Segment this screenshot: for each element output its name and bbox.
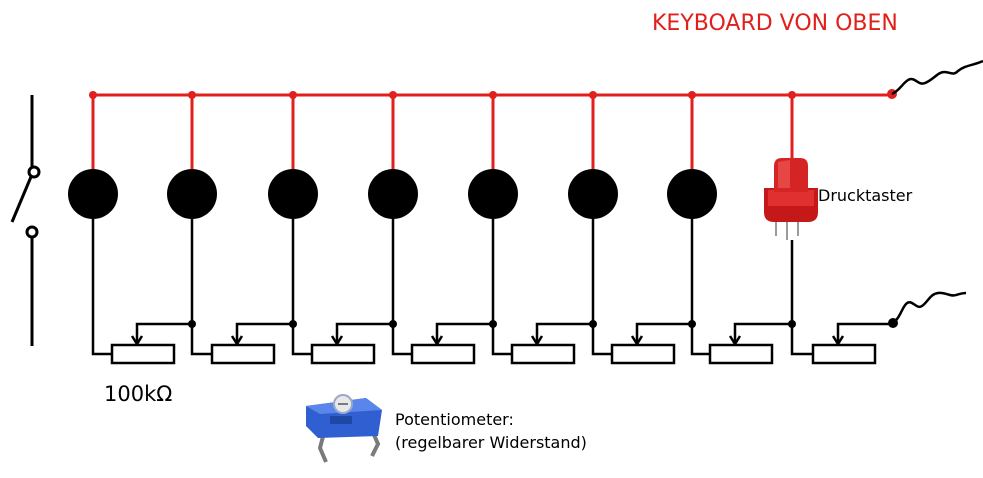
wiper-wire xyxy=(435,322,493,343)
resistor-lead xyxy=(190,323,212,356)
potentiometer-label: Potentiometer: xyxy=(395,410,514,429)
switch-icon xyxy=(10,95,41,346)
potentiometer-body xyxy=(510,343,576,365)
bottom-lead-wire xyxy=(892,291,967,325)
resistor-lead xyxy=(391,323,412,356)
wiper-wire xyxy=(135,322,192,343)
potentiometer-body xyxy=(410,343,476,365)
wiper-wire xyxy=(335,322,393,343)
potentiometer-body xyxy=(110,343,176,365)
contact-pad xyxy=(268,169,318,219)
resistor-lead xyxy=(491,323,512,356)
resistor-lead xyxy=(91,323,112,356)
contact-pad xyxy=(368,169,418,219)
red-drops xyxy=(89,91,796,172)
potentiometer-description: (regelbarer Widerstand) xyxy=(395,433,587,452)
push-button-label: Drucktaster xyxy=(818,186,913,205)
wiper-wire xyxy=(733,322,792,343)
resistor-value-label: 100kΩ xyxy=(104,382,173,406)
wiper-wire xyxy=(635,322,692,343)
contact-pad xyxy=(568,169,618,219)
resistor-lead xyxy=(591,323,612,356)
potentiometer-body xyxy=(310,343,376,365)
bottom-end-dot xyxy=(888,318,898,328)
trimmer-potentiometer-icon xyxy=(306,394,382,463)
top-lead-wire xyxy=(891,59,983,96)
black-wires xyxy=(91,218,796,328)
wiper-wire xyxy=(535,322,593,343)
potentiometer-body xyxy=(811,343,877,365)
contact-pad xyxy=(167,169,217,219)
potentiometers xyxy=(91,322,893,365)
potentiometer-body xyxy=(708,343,774,365)
potentiometer-body xyxy=(610,343,676,365)
resistor-lead xyxy=(690,323,710,356)
contact-pad xyxy=(468,169,518,219)
push-button-icon xyxy=(764,158,818,240)
diagram-title: KEYBOARD VON OBEN xyxy=(652,11,898,36)
resistor-lead xyxy=(291,323,312,356)
resistor-lead xyxy=(790,323,813,356)
contact-pad xyxy=(68,169,118,219)
wiper-wire xyxy=(235,322,293,343)
contact-pad xyxy=(667,169,717,219)
potentiometer-body xyxy=(210,343,276,365)
wiper-wire xyxy=(836,322,893,343)
contacts xyxy=(68,169,717,219)
